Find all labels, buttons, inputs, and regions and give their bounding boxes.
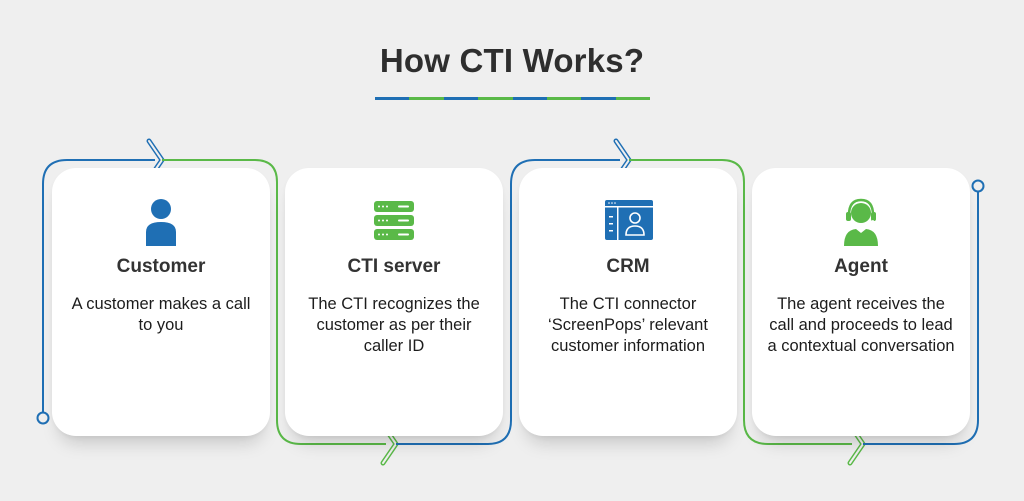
person-icon [146,199,176,246]
server-icon [374,201,414,240]
connector-3-green [629,159,852,445]
crm-window-icon [605,200,653,240]
connector-2-blue [396,159,620,445]
step-card-cti-server: CTI server The CTI recognizes the custom… [285,168,503,436]
start-dot [36,411,50,425]
connector-1-blue [42,159,155,412]
page-title: How CTI Works? [379,42,645,79]
step-description: A customer makes a call to you [71,295,251,334]
step-card-crm: CRM The CTI connector ‘ScreenPops’ relev… [519,168,737,436]
step-description: The CTI connector ‘ScreenPops’ relevant … [548,295,708,355]
agent-headset-icon [844,198,878,246]
step-title: CRM [606,256,650,277]
title-underline [375,97,650,100]
step-title: Agent [834,256,888,277]
step-description: The CTI recognizes the customer as per t… [308,295,480,355]
step-card-customer: Customer A customer makes a call to you [52,168,270,436]
connector-1-green [162,159,386,445]
connector-4-blue [863,192,979,445]
end-dot [971,179,985,193]
step-title: CTI server [347,256,441,277]
step-card-agent: Agent The agent receives the call and pr… [752,168,970,436]
step-description: The agent receives the call and proceeds… [767,295,955,355]
step-title: Customer [116,256,206,277]
